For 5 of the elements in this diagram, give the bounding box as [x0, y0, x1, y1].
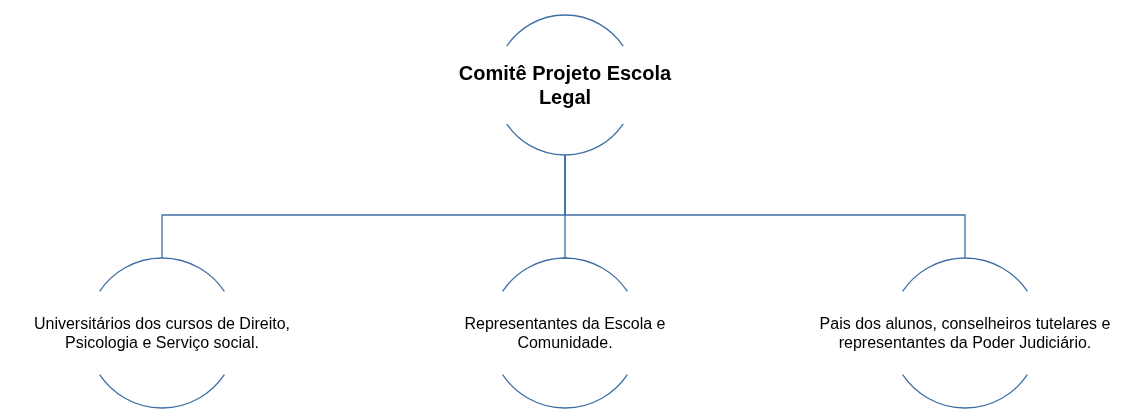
- node-text: Comitê Projeto Escola Legal: [457, 61, 673, 109]
- node-text: Universitários dos cursos de Direito, Psicologia e Serviço social.: [32, 313, 292, 353]
- node-text: Pais dos alunos, conselheiros tutelares e representantes da Poder Judiciário.: [818, 313, 1112, 353]
- node-text: Representantes da Escola e Comunidade.: [463, 313, 667, 353]
- connector-line: [564, 154, 966, 259]
